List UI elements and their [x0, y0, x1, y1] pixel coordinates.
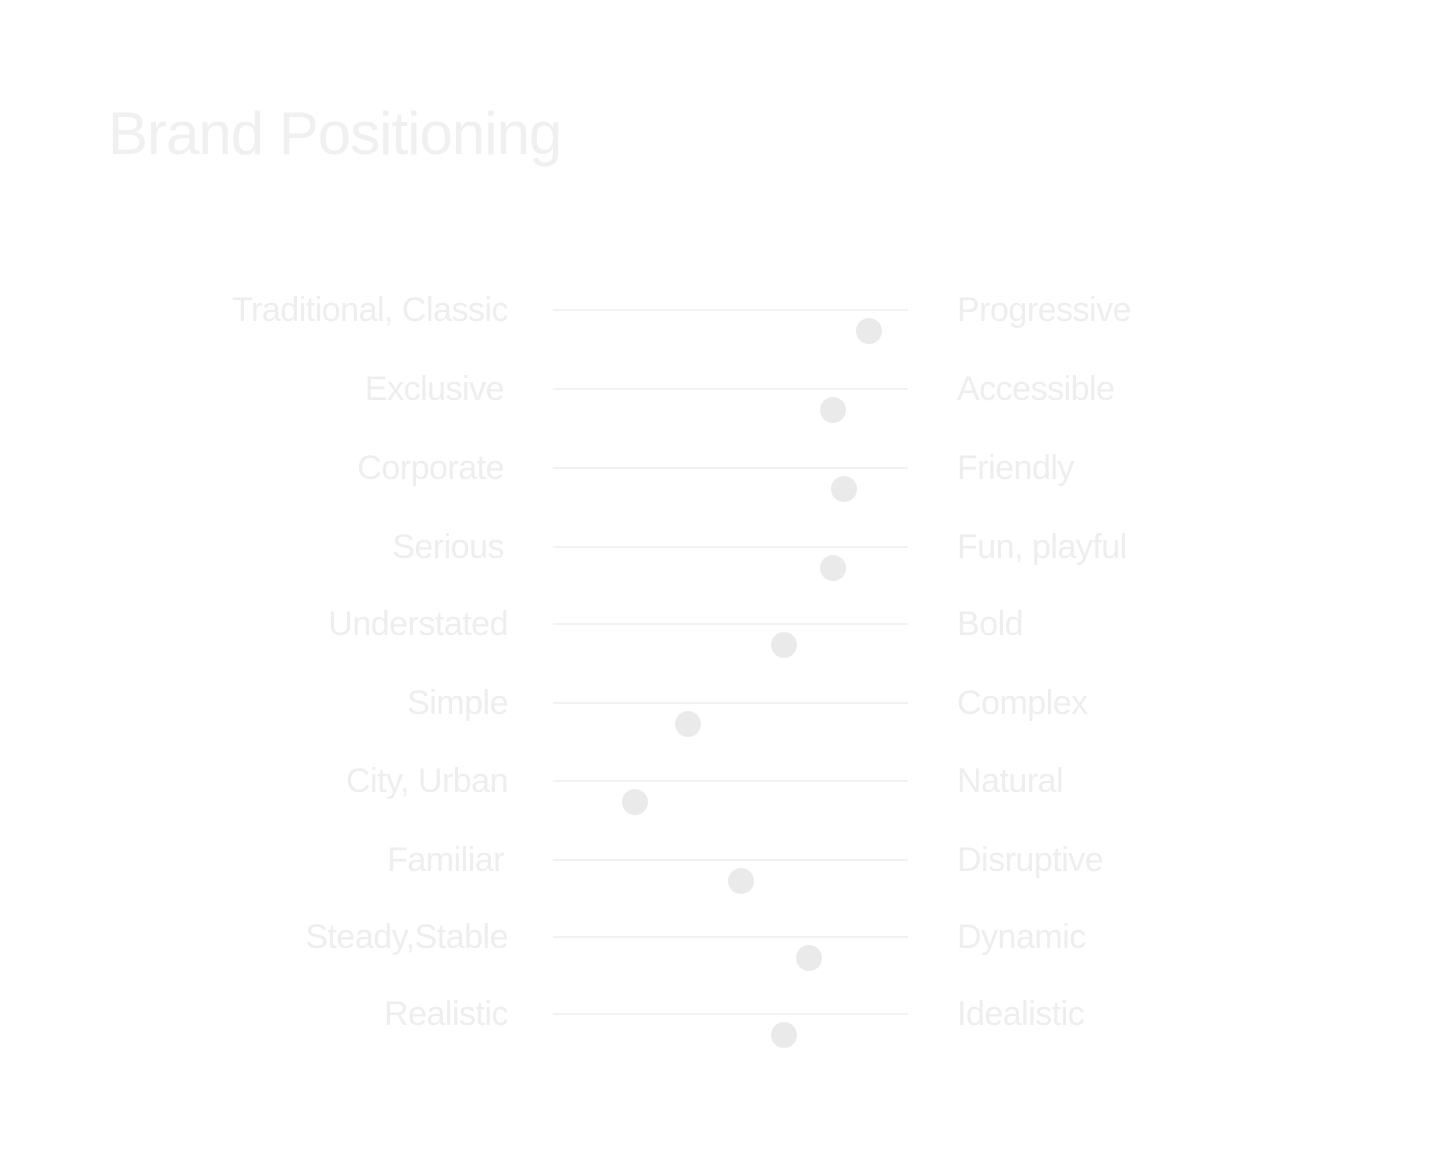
scale-left-label: Simple [407, 684, 508, 722]
scale-row-serious-fun: Serious Fun, playful [0, 525, 1444, 581]
scale-left-label: Familiar [387, 841, 504, 879]
scale-right-label: Complex [957, 684, 1088, 722]
slider-track[interactable] [553, 388, 908, 423]
scale-row-steady-dynamic: Steady,Stable Dynamic [0, 915, 1444, 971]
scale-left-label: Steady,Stable [305, 918, 508, 956]
page-title: Brand Positioning [108, 100, 562, 167]
slider-thumb[interactable] [820, 555, 847, 581]
scale-row-realistic-idealistic: Realistic Idealistic [0, 992, 1444, 1048]
slider-thumb[interactable] [795, 945, 822, 971]
scale-left-label: Corporate [357, 449, 504, 487]
slider-track[interactable] [553, 780, 908, 815]
slider-thumb[interactable] [728, 868, 755, 894]
scale-left-label: Understated [328, 605, 508, 643]
scale-row-understated-bold: Understated Bold [0, 602, 1444, 658]
slider-track[interactable] [553, 859, 908, 894]
scale-row-simple-complex: Simple Complex [0, 681, 1444, 737]
scale-row-corporate-friendly: Corporate Friendly [0, 446, 1444, 502]
scale-left-label: Traditional, Classic [232, 291, 508, 329]
scale-right-label: Disruptive [957, 841, 1104, 879]
scale-right-label: Fun, playful [957, 528, 1127, 566]
slider-thumb[interactable] [831, 476, 858, 502]
scale-left-label: Exclusive [364, 370, 505, 408]
slider-thumb[interactable] [770, 1022, 797, 1048]
slider-thumb[interactable] [770, 632, 797, 658]
slider-thumb[interactable] [855, 318, 882, 344]
scale-right-label: Progressive [957, 291, 1132, 329]
scale-row-city-natural: City, Urban Natural [0, 759, 1444, 815]
scale-row-familiar-disruptive: Familiar Disruptive [0, 838, 1444, 894]
scale-right-label: Natural [957, 762, 1064, 800]
slider-track[interactable] [553, 702, 908, 737]
slider-track[interactable] [553, 546, 908, 581]
scale-right-label: Accessible [957, 370, 1115, 408]
scale-left-label: Serious [392, 528, 504, 566]
scale-right-label: Idealistic [957, 995, 1085, 1033]
scale-row-exclusive-accessible: Exclusive Accessible [0, 367, 1444, 423]
scale-right-label: Bold [957, 605, 1024, 643]
slider-track[interactable] [553, 623, 908, 658]
slider-track[interactable] [553, 936, 908, 971]
slider-track[interactable] [553, 1013, 908, 1048]
scale-right-label: Dynamic [957, 918, 1086, 956]
slider-thumb[interactable] [820, 397, 847, 423]
scale-right-label: Friendly [957, 449, 1074, 487]
slider-track[interactable] [553, 309, 908, 344]
scale-left-label: Realistic [384, 995, 508, 1033]
scale-row-traditional-progressive: Traditional, Classic Progressive [0, 288, 1444, 344]
scale-left-label: City, Urban [345, 762, 509, 800]
slider-thumb[interactable] [674, 711, 701, 737]
slider-track[interactable] [553, 467, 908, 502]
slider-thumb[interactable] [621, 789, 648, 815]
